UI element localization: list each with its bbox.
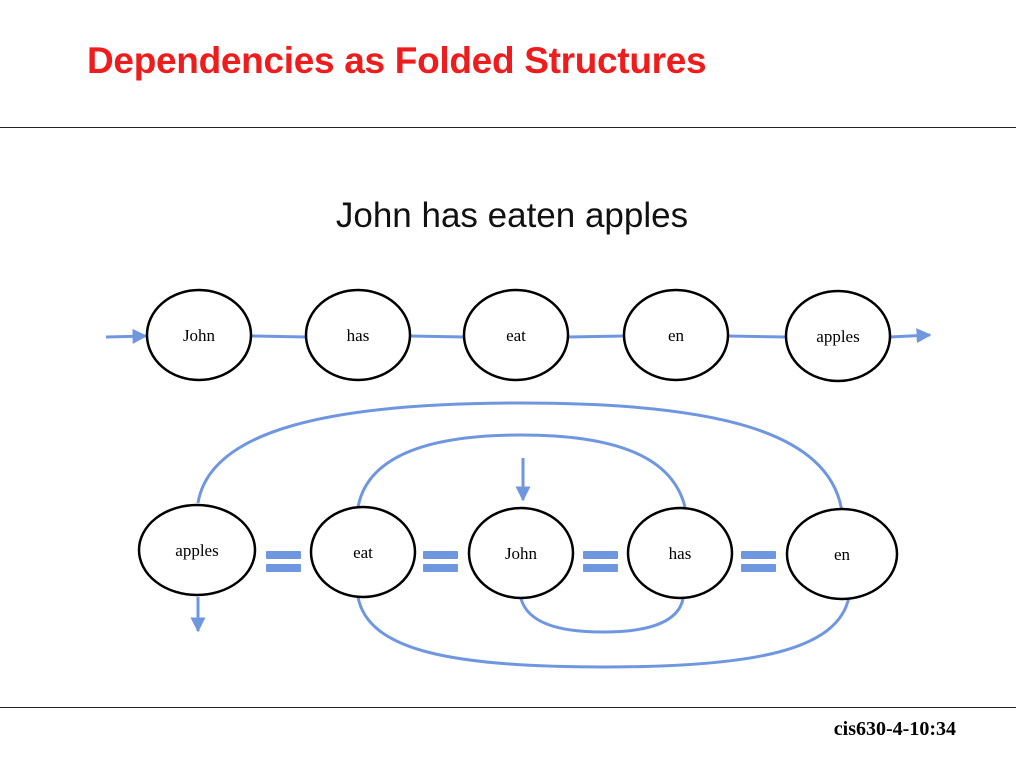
folded-node-4: has [626,506,734,600]
title-divider [0,127,1016,128]
equals-sign-2 [423,551,458,572]
equals-sign-4 [741,551,776,572]
folded-node-1: apples [137,503,257,597]
example-sentence: John has eaten apples [335,196,689,235]
chain-node-2: has [304,288,412,382]
folded-node-3: John [467,506,575,600]
folded-node-1-label: apples [175,541,218,560]
chain-node-5: apples [784,289,892,383]
chain-node-4-label: en [668,326,685,345]
folded-node-2-label: eat [353,543,373,562]
folded-arcs [190,401,851,669]
folded-node-2: eat [309,505,417,599]
arc-eat-en-bottom [356,596,851,669]
chain-node-2-label: has [347,326,370,345]
chain-edge-has-eat [409,334,466,339]
chain-edge-john-has [251,334,308,339]
chain-node-3: eat [462,288,570,382]
arc-john-has-bottom [519,598,685,634]
equals-sign-3 [583,551,618,572]
chain-node-1: John [145,288,253,382]
chain-node-4: en [622,288,730,382]
chain-node-3-label: eat [506,326,526,345]
folded-node-3-label: John [505,544,538,563]
chain-entry-arrow [105,328,148,344]
slide-footer: cis630-4-10:34 [833,718,956,740]
arc-eat-has-top [356,433,687,508]
equals-sign-1 [266,551,301,572]
chain-node-1-label: John [183,326,216,345]
chain-node-5-label: apples [816,327,859,346]
arc-apples-en-top [196,401,844,513]
folded-node-5-label: en [834,545,851,564]
footer-divider [0,707,1016,708]
slide-title: Dependencies as Folded Structures [87,40,707,81]
linear-chain [105,328,932,344]
chain-edge-en-apples [727,334,786,339]
folded-node-5: en [785,507,899,601]
chain-exit-arrow [889,328,932,344]
chain-edge-eat-en [567,334,626,339]
folded-node-4-label: has [669,544,692,563]
